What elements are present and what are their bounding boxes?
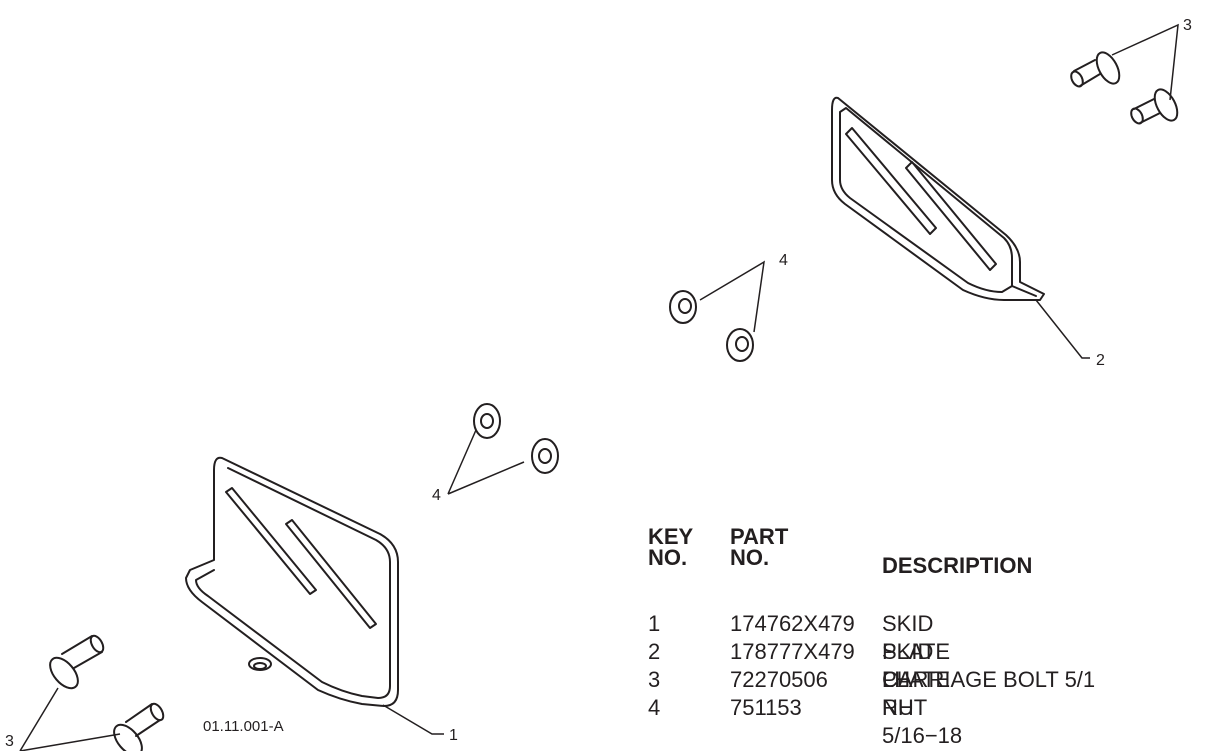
header-description: DESCRIPTION [882,553,1033,578]
header-part-no: PART NO. [730,524,789,570]
row-part-no: 751153 [730,695,802,720]
row-description: SKID PLATE RH [882,639,951,720]
row-part-no: 174762X479 [730,611,855,636]
row-part-no: 72270506 [730,667,828,692]
figure-id: 01.11.001-A [203,718,284,735]
header-key-no: KEY NO. [648,524,694,570]
row-description: SKID PLATE LH [882,611,951,692]
callout-2: 2 [1096,352,1105,369]
row-key: 2 [648,639,661,664]
row-key: 1 [648,611,661,636]
callout-3-top: 3 [1183,17,1192,34]
carriage-bolts-top [1070,51,1179,125]
row-description: CARRIAGE BOLT 5/1 [882,667,1096,692]
skid-plate-rh [831,96,1045,301]
leader-lines [19,23,1179,751]
row-key: 4 [648,695,661,720]
callout-4-top: 4 [779,252,788,269]
row-key: 3 [648,667,661,692]
carriage-bolts-bottom [49,634,165,751]
row-part-no: 178777X479 [730,639,855,664]
flange-nuts-bottom [473,403,559,474]
flange-nuts-top [669,290,754,362]
row-description: NUT 5/16−18 [882,695,963,748]
callout-1: 1 [449,727,458,744]
callout-3-bottom: 3 [5,733,14,750]
skid-plate-lh [185,456,399,707]
callout-4-bottom: 4 [432,487,441,504]
